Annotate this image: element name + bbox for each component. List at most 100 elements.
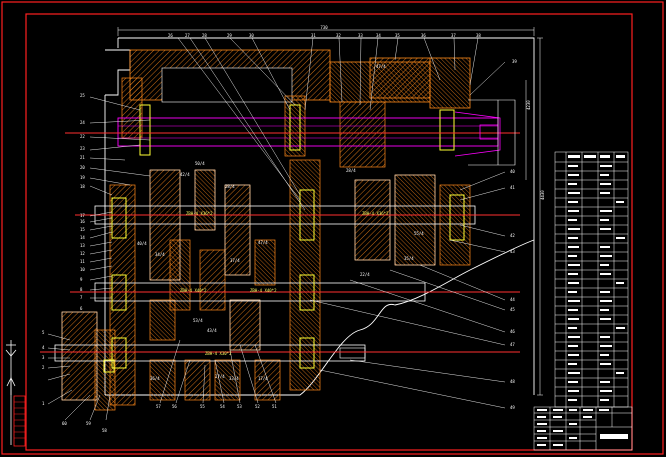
gear-label: 37/4: [230, 258, 240, 263]
output-taper: [454, 111, 501, 157]
leader-lines: [47, 37, 506, 421]
callout-label: 39: [512, 59, 517, 64]
title-block-text-marks: [537, 409, 628, 446]
gear-label: 43/4: [207, 328, 217, 333]
gear-outlines: [61, 169, 436, 401]
gear-label: 47/4: [376, 64, 386, 69]
callout-label: 20: [80, 165, 85, 170]
gear-label: 17/4: [258, 376, 268, 381]
gear-label: 40/4: [137, 241, 147, 246]
gear-label: 47/4: [258, 240, 268, 245]
callout-label: 26: [168, 33, 173, 38]
callout-label: 14: [80, 235, 85, 240]
callout-label: 46: [510, 329, 515, 334]
callout-label: 1: [42, 401, 45, 406]
right-dimension-text: 4430: [540, 190, 545, 200]
left-margin-marks: [5, 340, 17, 445]
parts-list-table: [554, 151, 629, 408]
callout-label: 5: [42, 330, 45, 335]
callout-label: 48: [510, 379, 515, 384]
title-block: [533, 406, 633, 451]
callout-label: 4: [42, 345, 45, 350]
right-dim-box: [468, 99, 516, 166]
callout-label: 19: [80, 175, 85, 180]
gear-label: 27/4: [215, 374, 225, 379]
callout-label: 18: [80, 184, 85, 189]
callout-label: 10: [80, 267, 85, 272]
callout-label: 30: [249, 33, 254, 38]
callout-label: 37: [451, 33, 456, 38]
shaft-label: ZBH-4 X30*2: [205, 351, 232, 356]
left-callouts: 25 24 22 23 21 20 19 18 17 16 15 14 13 1…: [42, 93, 107, 433]
callout-label: 15: [80, 227, 85, 232]
callout-label: 35: [395, 33, 400, 38]
callout-label: 43: [510, 249, 515, 254]
callout-label: 55: [200, 404, 205, 409]
callout-label: 58: [102, 428, 107, 433]
callout-label: 13: [80, 243, 85, 248]
callout-label: 56: [172, 404, 177, 409]
callout-label: 44: [510, 297, 515, 302]
callout-label: 11: [80, 259, 85, 264]
upper-housing-section: [129, 49, 471, 109]
callout-label: 6: [80, 306, 83, 311]
gear-label: 22/4: [360, 272, 370, 277]
callout-label: 47: [510, 342, 515, 347]
callout-label: 7: [80, 295, 83, 300]
callout-label: 41: [510, 185, 515, 190]
gear-label: 36/4: [150, 376, 160, 381]
callout-label: 9: [80, 277, 83, 282]
callout-label: 25: [80, 93, 85, 98]
callout-label: 57: [156, 404, 161, 409]
callout-label: 17: [80, 213, 85, 218]
callout-label: 54: [220, 404, 225, 409]
callout-label: 53: [237, 404, 242, 409]
callout-label: 40: [510, 169, 515, 174]
callout-label: 31: [311, 33, 316, 38]
gear-label: 28/4: [225, 184, 235, 189]
callout-label: 32: [336, 33, 341, 38]
callout-label: 34: [376, 33, 381, 38]
callout-label: 59: [86, 421, 91, 426]
callout-label: 38: [476, 33, 481, 38]
callout-label: 27: [185, 33, 190, 38]
top-dimension-text: 730: [320, 25, 328, 30]
callout-label: 2: [42, 365, 45, 370]
callout-label: 12: [80, 251, 85, 256]
gear-label: 34/4: [155, 252, 165, 257]
shaft-label: ZBH-4 X40*2: [180, 288, 207, 293]
right-callouts: 40 41 42 43 44 45 46 47 48 49: [510, 169, 515, 410]
callout-label: 3: [42, 355, 45, 360]
gear-label: 42/4: [180, 172, 190, 177]
callout-label: 42: [510, 233, 515, 238]
right-dimension-text-2: 4230: [526, 100, 531, 110]
callout-label: 21: [80, 155, 85, 160]
shaft-label: ZBH-4 X40*2: [250, 288, 277, 293]
callout-label: 28: [202, 33, 207, 38]
shaft-label: ZBH-4 X36*2: [362, 211, 389, 216]
left-margin-stamp: [13, 395, 26, 447]
parts-list-text-marks: [568, 155, 625, 401]
dimension-lines: [117, 27, 543, 396]
shaft-labels: ZBH-4 X36*2 ZBH-4 X36*2 ZBH-4 X40*2 ZBH-…: [180, 211, 389, 356]
callout-label: 22: [80, 134, 85, 139]
callout-label: 49: [510, 405, 515, 410]
callout-label: 33: [358, 33, 363, 38]
callout-label: 60: [62, 421, 67, 426]
callout-label: 16: [80, 219, 85, 224]
center-lines: [40, 132, 520, 353]
callout-label: 29: [227, 33, 232, 38]
housing-outline: [104, 37, 535, 396]
bottom-callouts: 57 56 55 54 53 52 51: [156, 404, 277, 409]
gear-label: 55/4: [414, 231, 424, 236]
gear-labels: 50/4 42/4 28/4 40/4 34/4 37/4 47/4 22/4 …: [137, 64, 424, 381]
callout-label: 8: [80, 287, 83, 292]
gear-label: 33/4: [229, 376, 239, 381]
callout-label: 51: [272, 404, 277, 409]
top-callouts: 26 27 28 29 30 31 32 33 34 35 36 37 38 3…: [168, 33, 517, 64]
callout-label: 24: [80, 120, 85, 125]
callout-label: 36: [421, 33, 426, 38]
gear-label: 35/4: [404, 256, 414, 261]
